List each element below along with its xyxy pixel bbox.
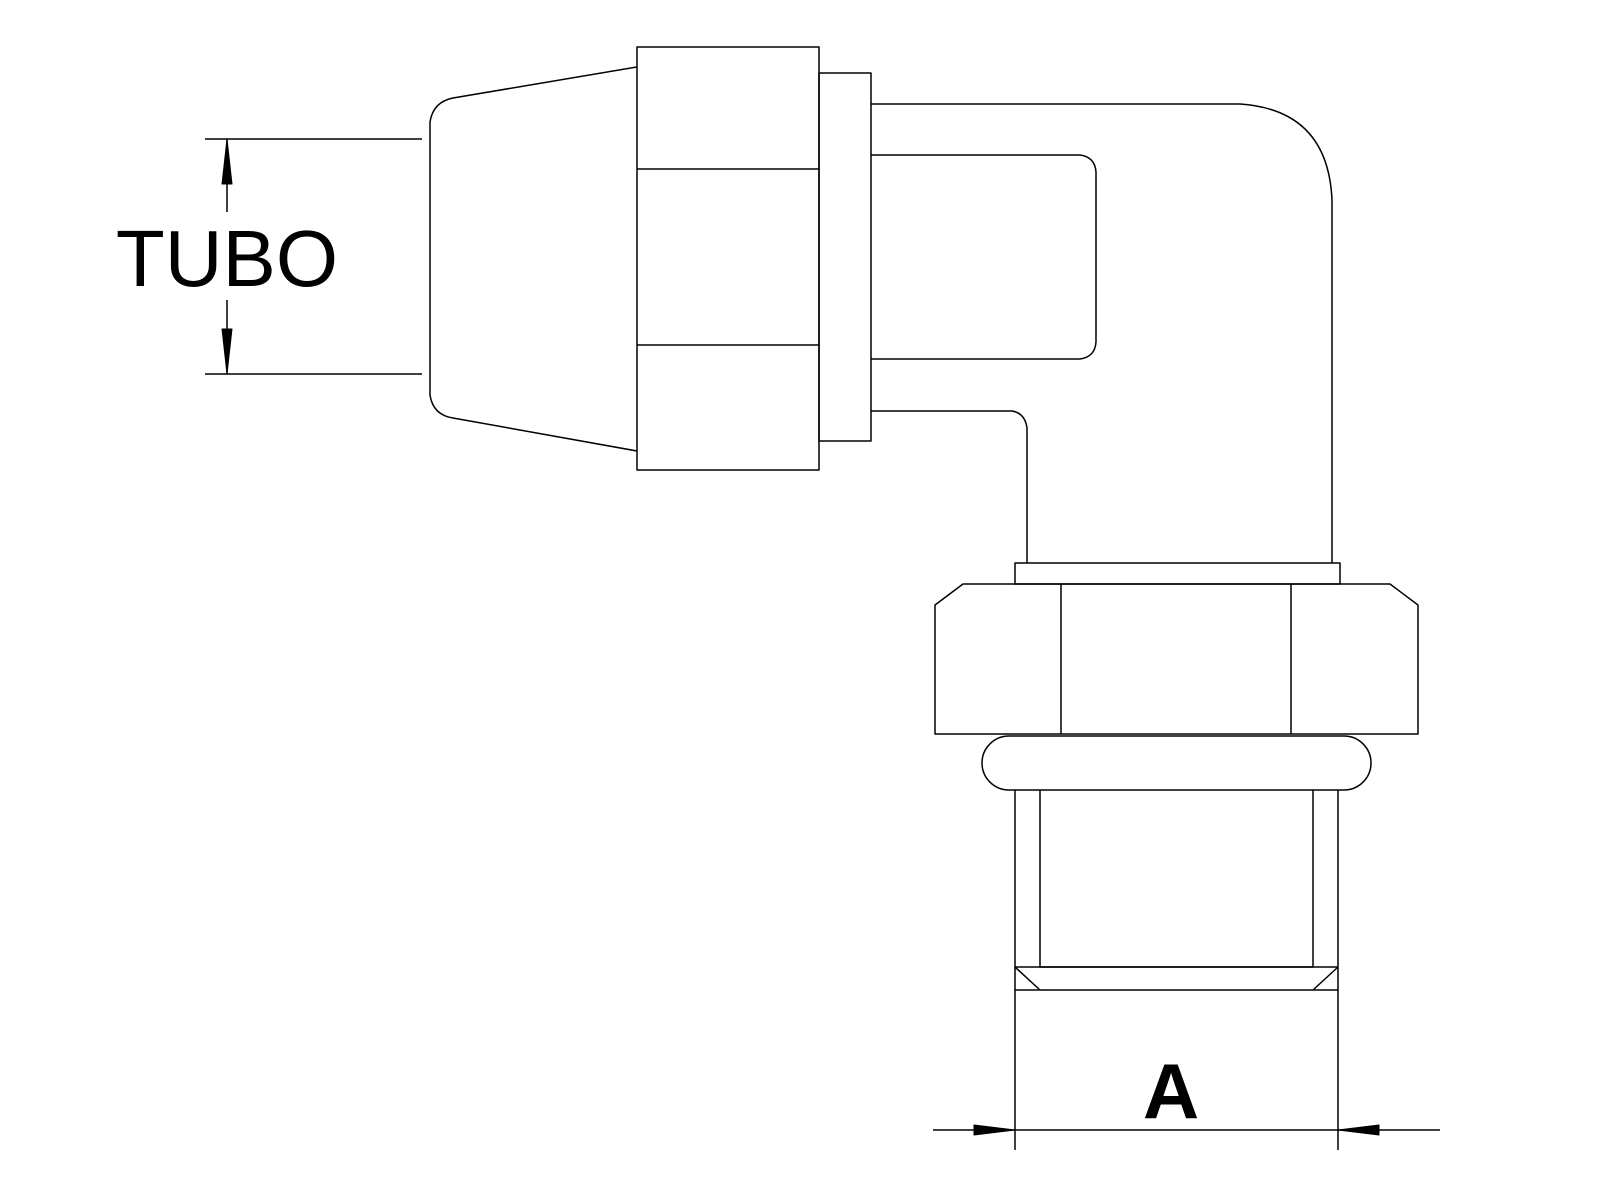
sealing-ring bbox=[981, 735, 1372, 791]
a-label: A bbox=[1143, 1047, 1199, 1135]
threaded-end-chamfer-right bbox=[1312, 966, 1339, 991]
tubo-arrow-bottom bbox=[221, 328, 233, 375]
elbow-body-outer bbox=[871, 103, 1333, 563]
threaded-end-chamfer-left bbox=[1014, 966, 1041, 991]
body-collar-vertical bbox=[1014, 562, 1341, 585]
threaded-end bbox=[1014, 790, 1339, 991]
elbow-body-recess bbox=[871, 154, 1097, 360]
compression-ring bbox=[429, 66, 638, 452]
body-collar-horizontal bbox=[818, 72, 872, 442]
tubo-label: TUBO bbox=[116, 214, 338, 303]
a-arrow-right bbox=[1337, 1124, 1380, 1136]
tubo-arrow-top bbox=[221, 138, 233, 185]
a-arrow-left bbox=[973, 1124, 1016, 1136]
threaded-end-inner bbox=[1039, 790, 1314, 968]
union-nut-horizontal bbox=[636, 46, 820, 471]
elbow-body-inner bbox=[871, 410, 1028, 563]
hex-nut-vertical bbox=[934, 583, 1419, 735]
